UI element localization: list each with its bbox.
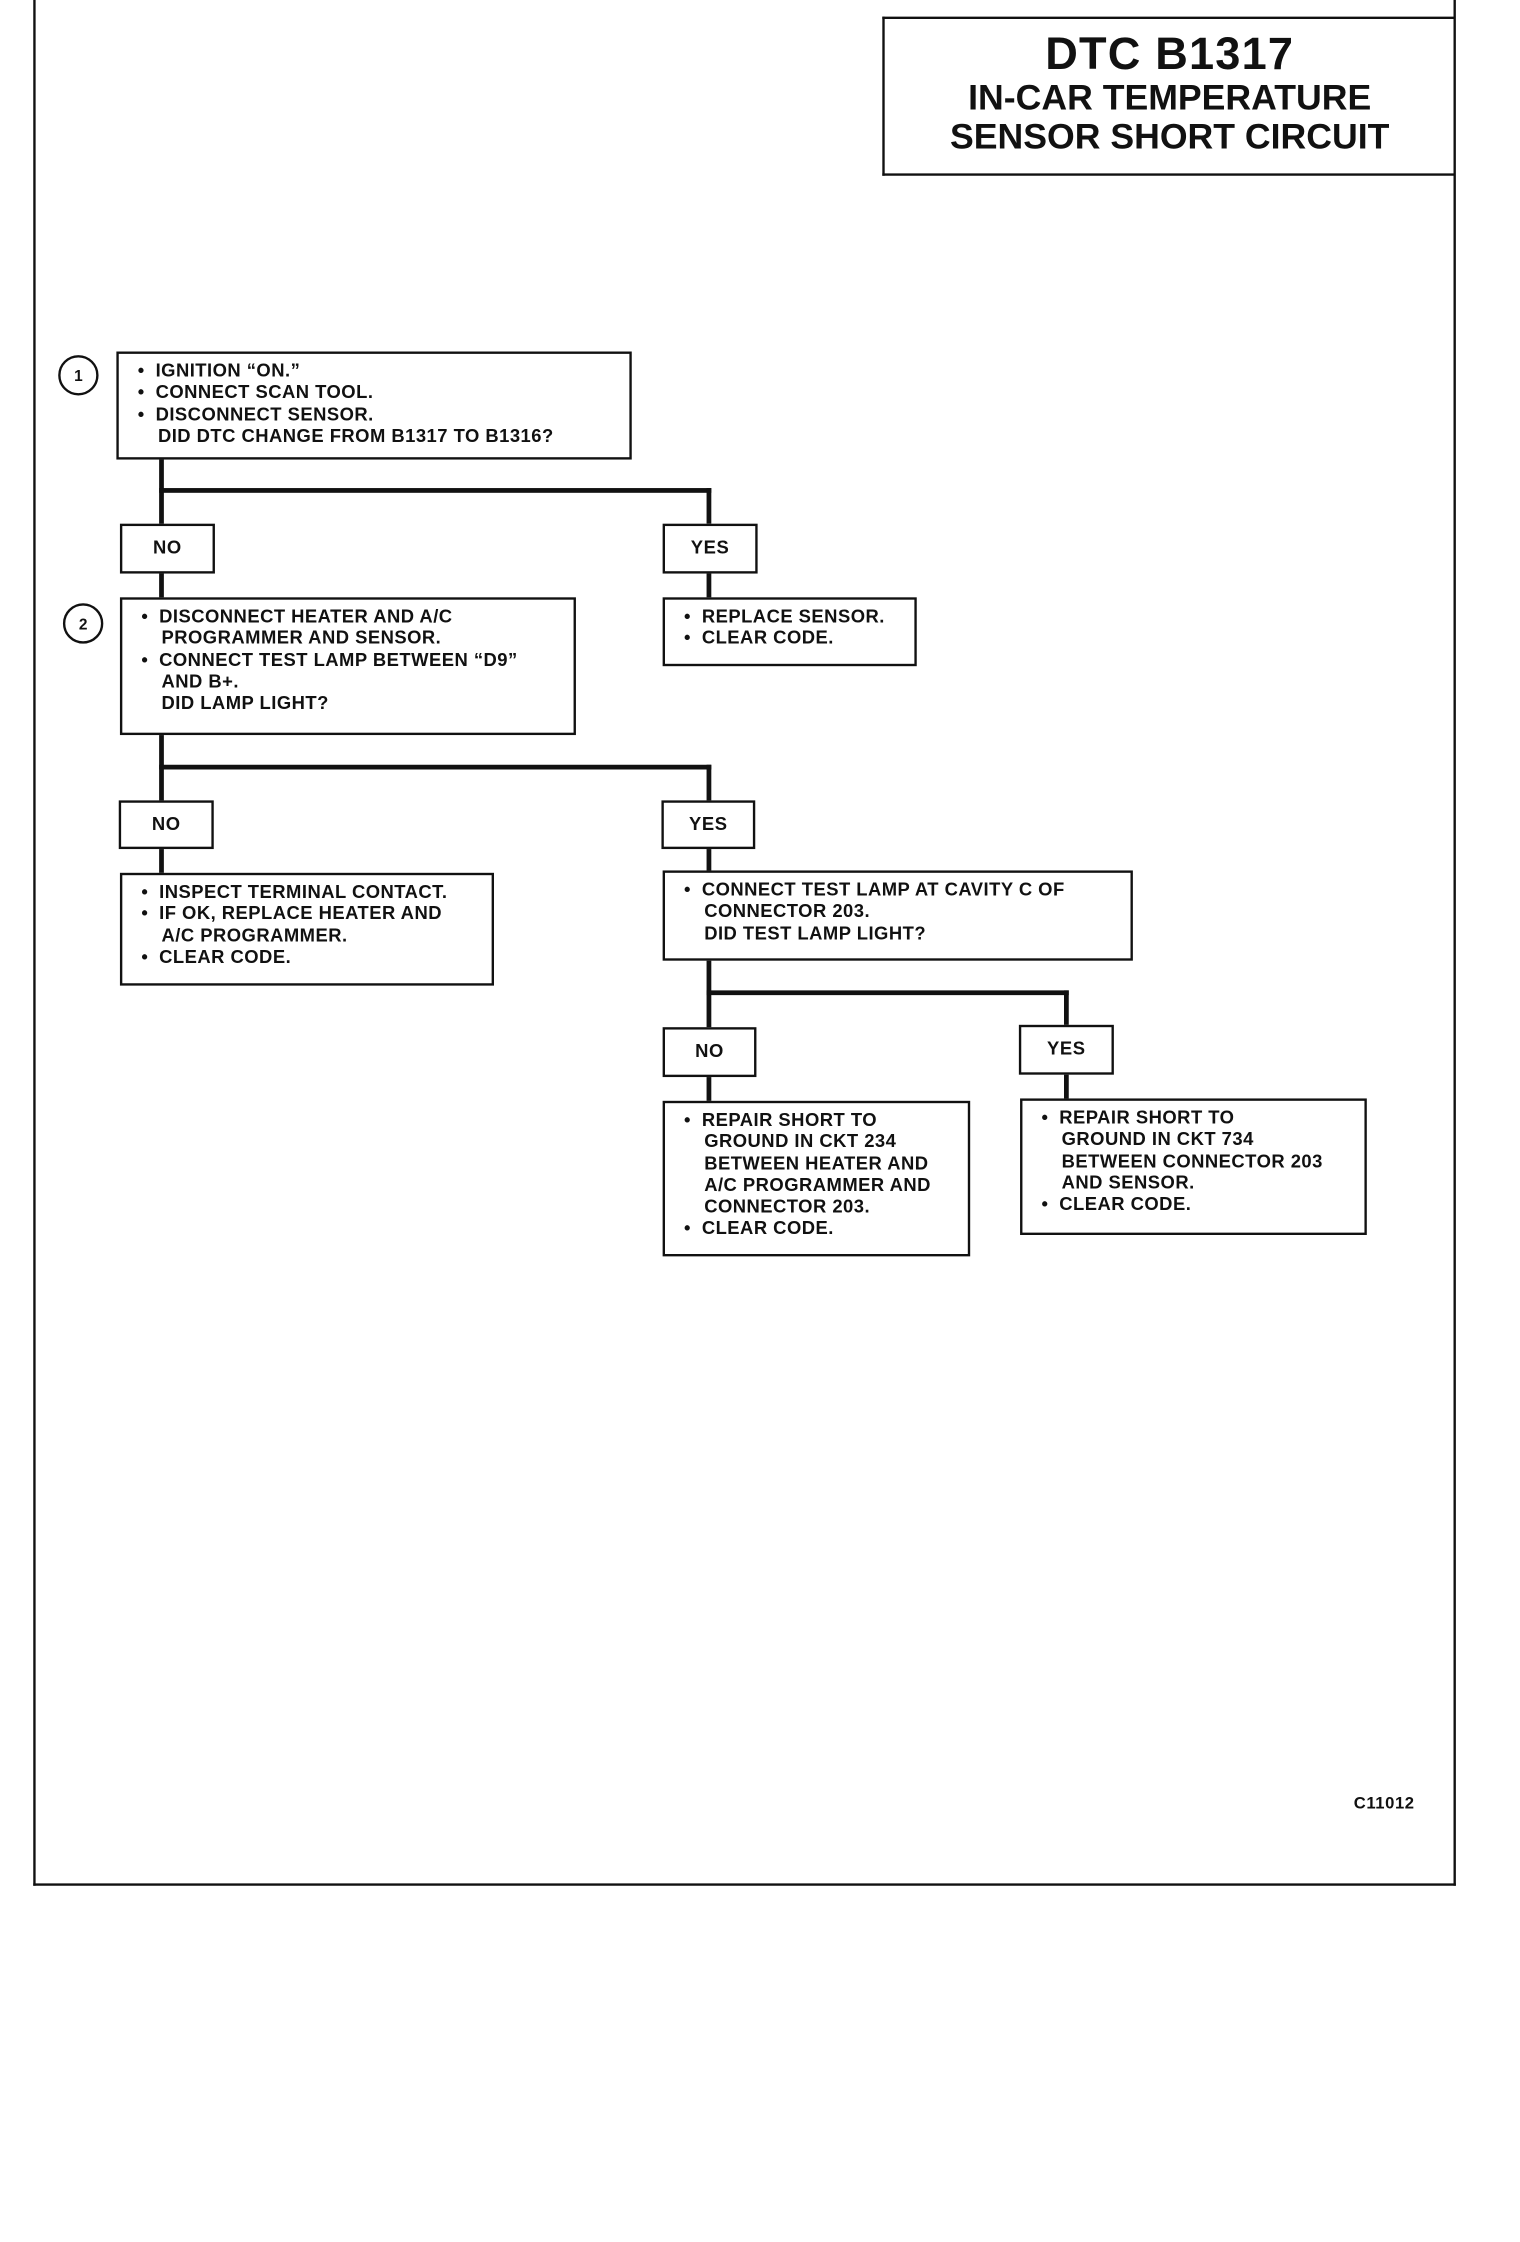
list-item: • CONNECT SCAN TOOL. <box>138 383 620 405</box>
connector <box>706 990 1069 996</box>
cavity-test-instruction-cont: CONNECTOR 203. <box>704 901 871 922</box>
bullet: • <box>137 361 145 382</box>
clear-code-text: CLEAR CODE. <box>701 628 834 649</box>
figure-code: C11012 <box>1353 1793 1415 1813</box>
connector <box>159 571 164 600</box>
bullet: • <box>684 628 691 649</box>
bullet: • <box>684 1218 691 1240</box>
step-2-question: DID LAMP LIGHT? <box>161 693 329 714</box>
list-item: • CLEAR CODE. <box>684 629 905 651</box>
step-2-instruction-test-lamp: CONNECT TEST LAMP BETWEEN “D9” <box>159 650 518 671</box>
repair-short-text-cont: GROUND IN CKT 734 <box>1061 1129 1254 1150</box>
repair-ckt-734-box: • REPAIR SHORT TO GROUND IN CKT 734 BETWE… <box>1020 1098 1367 1235</box>
cavity-test-question: DID TEST LAMP LIGHT? <box>704 923 927 944</box>
yes-label: YES <box>661 800 756 850</box>
connector <box>706 846 712 873</box>
step-2-instruction-test-lamp-cont: AND B+. <box>161 671 239 693</box>
bullet: • <box>684 879 691 901</box>
bullet: • <box>137 404 145 425</box>
replace-sensor-box: • REPLACE SENSOR. • CLEAR CODE. <box>662 597 917 667</box>
connector <box>159 458 164 528</box>
list-item: • REPAIR SHORT TO <box>1041 1108 1355 1130</box>
step-1-instruction-sensor: DISCONNECT SENSOR. <box>155 404 374 425</box>
list-item: • IF OK, REPLACE HEATER AND <box>141 904 482 926</box>
bullet: • <box>137 382 145 403</box>
connector <box>706 1074 712 1104</box>
step-1-instruction-scan-tool: CONNECT SCAN TOOL. <box>155 382 374 403</box>
replace-sensor-text: REPLACE SENSOR. <box>701 606 885 627</box>
connector <box>706 488 712 524</box>
bullet: • <box>141 904 149 925</box>
no-label: NO <box>118 800 214 850</box>
connector <box>706 571 712 600</box>
step-1-marker: 1 <box>58 355 99 396</box>
replace-programmer-text-cont: A/C PROGRAMMER. <box>161 925 348 946</box>
bullet: • <box>1041 1194 1049 1216</box>
list-item: • CONNECT TEST LAMP AT CAVITY C OF <box>684 880 1121 902</box>
inspect-terminal-box: • INSPECT TERMINAL CONTACT. • IF OK, REPLA… <box>119 872 494 986</box>
connector <box>706 958 712 1032</box>
connector <box>1064 1072 1069 1101</box>
bullet: • <box>1041 1107 1049 1129</box>
bullet: • <box>141 947 149 968</box>
connector <box>159 846 164 876</box>
clear-code-text: CLEAR CODE. <box>1059 1194 1192 1216</box>
repair-ckt-234-box: • REPAIR SHORT TO GROUND IN CKT 234 BETWE… <box>662 1100 971 1257</box>
bullet: • <box>684 606 691 627</box>
repair-short-text-cont: AND SENSOR. <box>1061 1173 1195 1194</box>
dtc-code-title: DTC B1317 <box>1045 29 1295 80</box>
clear-code-text: CLEAR CODE. <box>701 1218 834 1240</box>
list-item: • REPAIR SHORT TO <box>684 1110 958 1132</box>
step-2-box: • DISCONNECT HEATER AND A/C PROGRAMMER AN… <box>119 597 576 736</box>
list-item: • IGNITION “ON.” <box>138 361 620 383</box>
list-item: • CLEAR CODE. <box>684 1219 958 1241</box>
step-1-instruction-ignition: IGNITION “ON.” <box>155 361 301 382</box>
page-frame <box>33 0 1456 1886</box>
repair-short-text: REPAIR SHORT TO <box>1059 1107 1235 1129</box>
list-item: • DISCONNECT SENSOR. <box>138 404 620 426</box>
replace-programmer-text: IF OK, REPLACE HEATER AND <box>159 904 442 925</box>
step-2-instruction-disconnect: DISCONNECT HEATER AND A/C <box>159 606 453 627</box>
clear-code-text: CLEAR CODE. <box>159 947 292 968</box>
bullet: • <box>141 606 149 627</box>
yes-label: YES <box>662 523 758 574</box>
step-1-box: • IGNITION “ON.” • CONNECT SCAN TOOL. • DIS… <box>116 351 632 460</box>
bullet: • <box>141 882 149 903</box>
list-item: • CONNECT TEST LAMP BETWEEN “D9” <box>141 650 564 672</box>
title-line-1: IN-CAR TEMPERATURE <box>968 78 1372 118</box>
list-item: • REPLACE SENSOR. <box>684 607 905 629</box>
cavity-test-box: • CONNECT TEST LAMP AT CAVITY C OF CONNEC… <box>662 870 1133 961</box>
title-line-2: SENSOR SHORT CIRCUIT <box>949 117 1390 157</box>
step-1-question: DID DTC CHANGE FROM B1317 TO B1316? <box>157 426 554 447</box>
repair-short-text: REPAIR SHORT TO <box>701 1110 878 1131</box>
connector <box>159 764 712 770</box>
title-block: DTC B1317 IN-CAR TEMPERATURE SENSOR SHOR… <box>882 16 1455 176</box>
no-label: NO <box>662 1027 757 1078</box>
yes-label: YES <box>1018 1024 1114 1075</box>
connector <box>1064 990 1069 1029</box>
bullet: • <box>684 1110 691 1131</box>
connector <box>706 764 712 803</box>
no-label: NO <box>119 523 215 574</box>
repair-short-text-cont: BETWEEN HEATER AND <box>704 1153 929 1174</box>
list-item: • DISCONNECT HEATER AND A/C <box>141 607 564 629</box>
inspect-terminal-text: INSPECT TERMINAL CONTACT. <box>159 882 448 903</box>
list-item: • CLEAR CODE. <box>1041 1195 1355 1217</box>
repair-short-text-cont: GROUND IN CKT 234 <box>704 1132 897 1153</box>
bullet: • <box>141 650 149 671</box>
step-2-instruction-disconnect-cont: PROGRAMMER AND SENSOR. <box>161 628 442 649</box>
repair-short-text-cont: BETWEEN CONNECTOR 203 <box>1061 1151 1323 1172</box>
repair-short-text-cont: A/C PROGRAMMER AND <box>704 1175 931 1196</box>
connector <box>159 488 712 493</box>
repair-short-text-cont: CONNECTOR 203. <box>704 1197 871 1218</box>
cavity-test-instruction: CONNECT TEST LAMP AT CAVITY C OF <box>701 879 1065 901</box>
list-item: • INSPECT TERMINAL CONTACT. <box>141 882 482 904</box>
list-item: • CLEAR CODE. <box>141 947 482 969</box>
step-2-marker: 2 <box>62 603 104 644</box>
